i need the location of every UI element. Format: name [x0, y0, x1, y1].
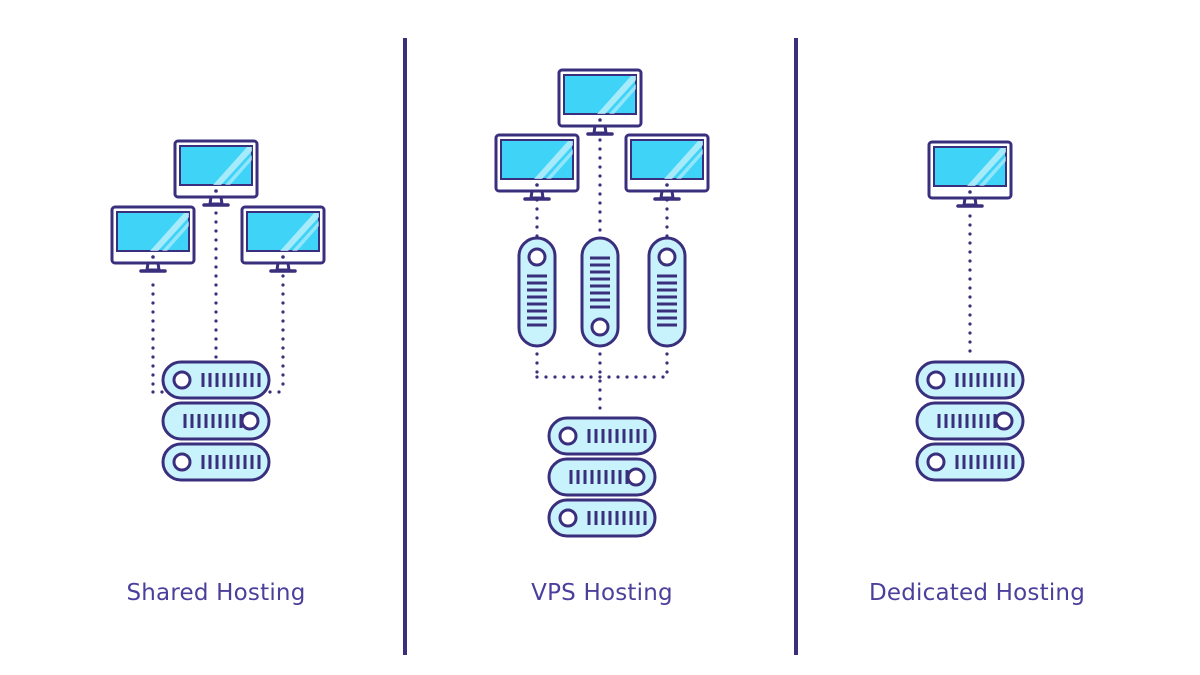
vps-hosting-label: VPS Hosting — [531, 580, 673, 606]
virtual-server-icon — [580, 236, 620, 348]
dedicated-server-icon — [915, 360, 1025, 482]
shared-server-icon — [161, 360, 271, 482]
computer-monitor-icon — [494, 133, 580, 201]
computer-monitor-icon — [927, 140, 1013, 208]
computer-monitor-icon — [624, 133, 710, 201]
virtual-server-icon — [517, 236, 557, 348]
computer-monitor-icon — [173, 139, 259, 207]
vps-physical-server-icon — [547, 416, 657, 538]
dedicated-hosting-label: Dedicated Hosting — [868, 580, 1085, 606]
computer-monitor-icon — [557, 68, 643, 136]
shared-hosting-label: Shared Hosting — [126, 580, 306, 606]
computer-monitor-icon — [240, 205, 326, 273]
computer-monitor-icon — [110, 205, 196, 273]
virtual-server-icon — [647, 236, 687, 348]
